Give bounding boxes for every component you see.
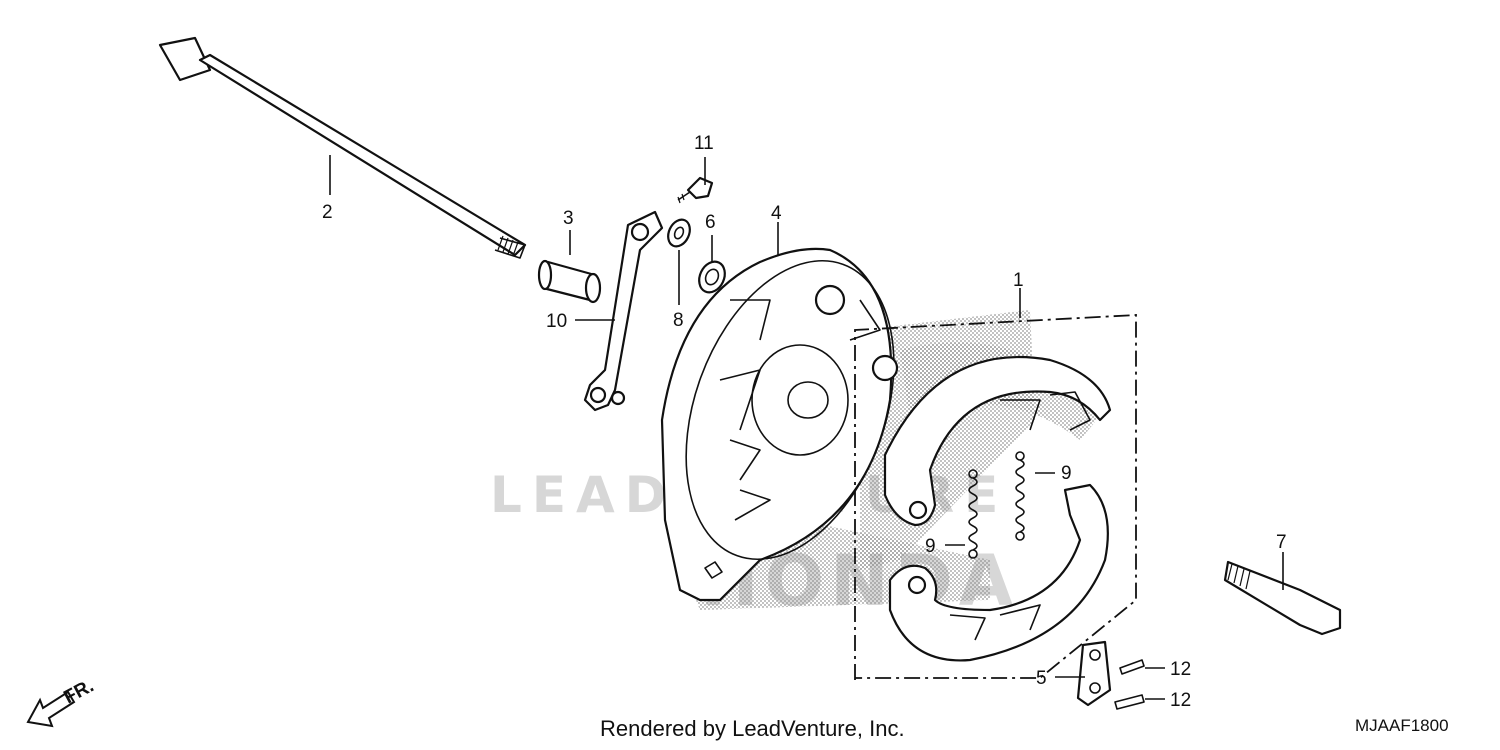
spring-part-9-b[interactable] (272, 0, 978, 559)
seal-part-6[interactable] (694, 257, 729, 296)
brake-shoe-upper-part-1[interactable] (883, 355, 1112, 527)
callout-9-upper[interactable]: 9 (1061, 463, 1072, 484)
pin-part-12-a[interactable] (1119, 659, 1145, 675)
callout-5[interactable]: 5 (1036, 668, 1047, 689)
assembly-bracket (854, 314, 1137, 680)
plate-part-5[interactable] (1076, 640, 1112, 707)
callouts: 1 2 3 4 5 6 7 8 9 9 10 11 12 12 (322, 133, 1287, 711)
callout-9-lower[interactable]: 9 (925, 536, 936, 557)
callout-3[interactable]: 3 (563, 208, 574, 229)
spring-part-9-a[interactable] (1015, 451, 1025, 541)
washer-part-8[interactable] (664, 216, 694, 250)
diagram-code: MJAAF1800 (1355, 716, 1449, 735)
callout-1[interactable]: 1 (1013, 270, 1024, 291)
callout-11[interactable]: 11 (694, 133, 714, 154)
bolt-part-11[interactable] (677, 176, 714, 204)
callout-12-lower[interactable]: 12 (1170, 690, 1191, 711)
callout-12-upper[interactable]: 12 (1170, 659, 1191, 680)
brake-shoe-lower-part-1[interactable] (888, 483, 1109, 662)
arrow-icon (26, 690, 76, 728)
callout-7[interactable]: 7 (1276, 532, 1287, 553)
footer-credit: Rendered by LeadVenture, Inc. (600, 716, 905, 741)
pin-part-12-b[interactable] (1114, 694, 1145, 710)
callout-8[interactable]: 8 (673, 310, 684, 331)
callout-2[interactable]: 2 (322, 202, 333, 223)
leader-lines (329, 155, 1284, 700)
front-direction-arrow: FR. (26, 676, 97, 728)
brake-rod-part-10[interactable] (583, 210, 664, 412)
callout-6[interactable]: 6 (705, 212, 716, 233)
callout-4[interactable]: 4 (771, 203, 782, 224)
brake-panel-part-4[interactable] (648, 232, 933, 602)
axle-part-2[interactable] (158, 36, 527, 259)
collar-part-3[interactable] (537, 259, 602, 304)
brake-cam-part-7[interactable] (1223, 560, 1342, 636)
callout-10[interactable]: 10 (546, 311, 567, 332)
